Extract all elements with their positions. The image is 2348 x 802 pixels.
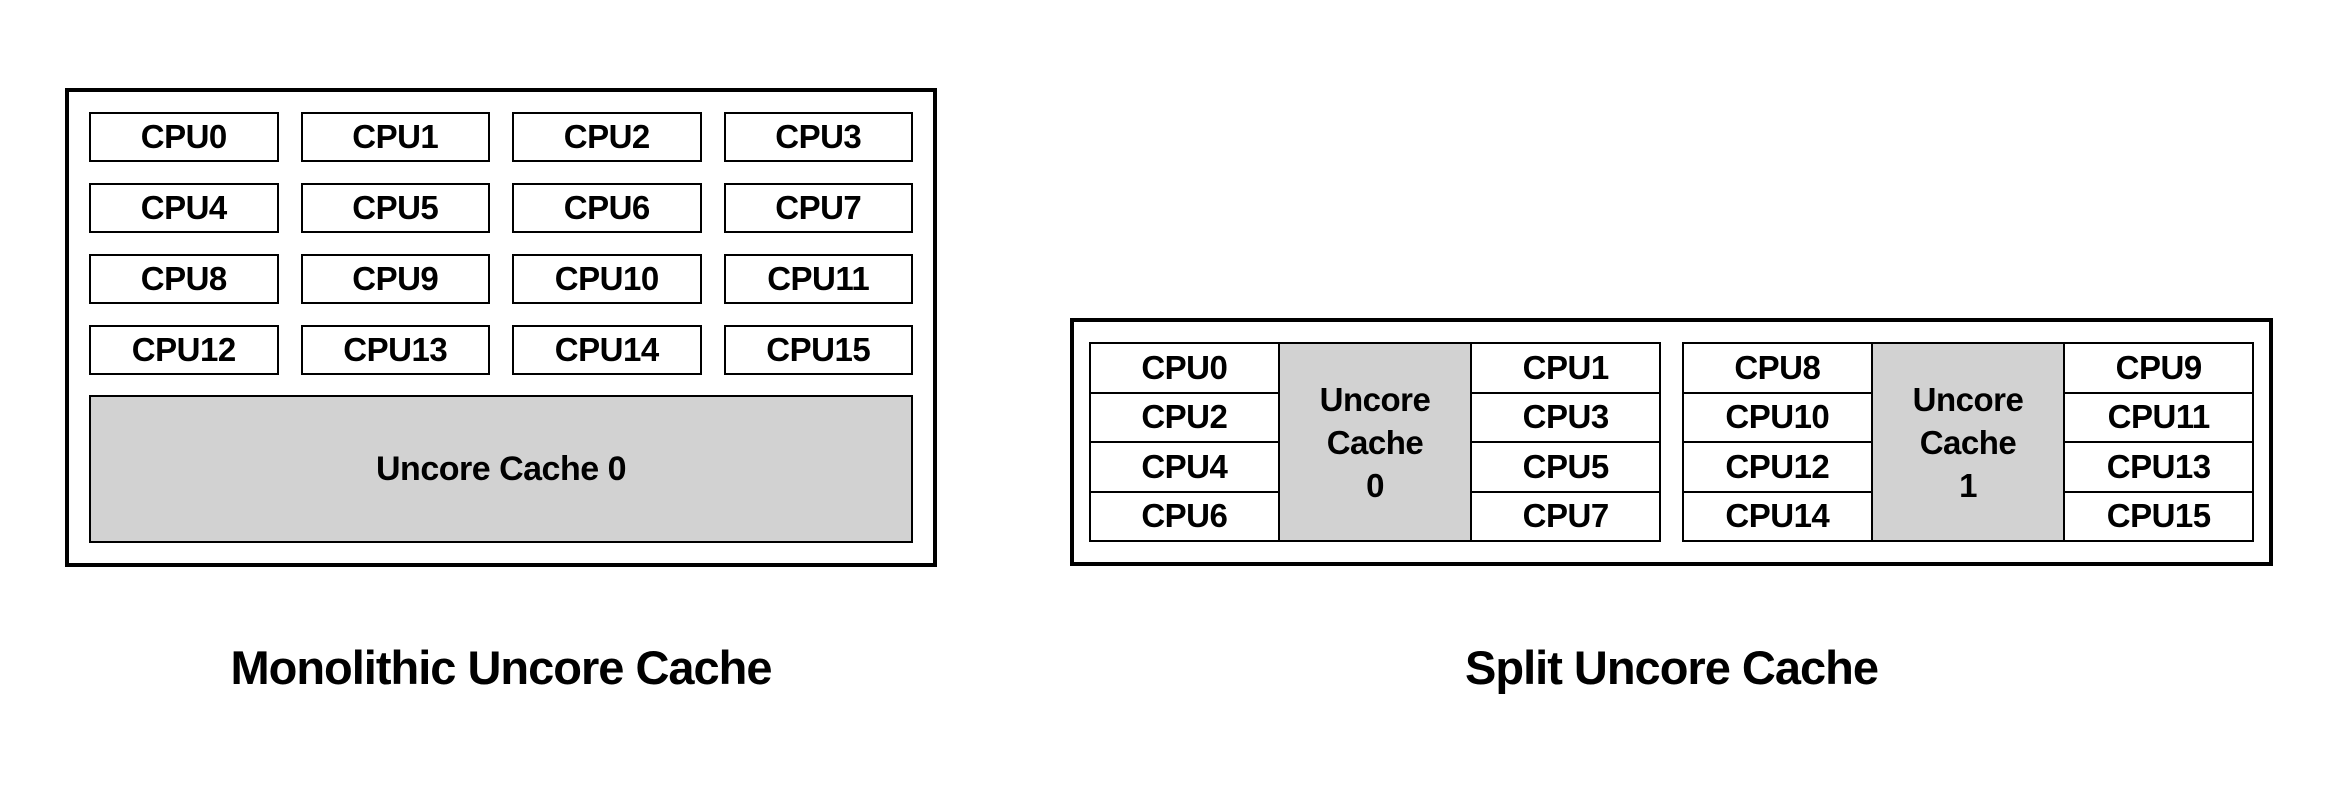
cpu-cell: CPU10 — [1682, 393, 1873, 443]
cpu-box: CPU10 — [512, 254, 702, 304]
cpu-cell: CPU5 — [1470, 443, 1662, 493]
cpu-cell: CPU8 — [1682, 342, 1873, 394]
cpu-cell: CPU14 — [1682, 492, 1873, 542]
cpu-cell: CPU1 — [1470, 342, 1662, 394]
cpu-box: CPU13 — [300, 325, 490, 375]
cpu-box: CPU6 — [512, 183, 702, 233]
uncore-cache-label-line: Cache — [1326, 423, 1424, 461]
cpu-cell: CPU11 — [2063, 393, 2255, 443]
uncore-cache-label-line: Cache — [1919, 423, 2017, 461]
monolithic-caption: Monolithic Uncore Cache — [230, 641, 772, 694]
cpu-box: CPU7 — [723, 183, 913, 233]
cpu-box: CPU15 — [723, 325, 913, 375]
cpu-box: CPU8 — [89, 254, 279, 304]
cpu-cell: CPU12 — [1682, 443, 1873, 493]
cpu-cell: CPU0 — [1089, 342, 1280, 394]
cpu-cell: CPU13 — [2063, 443, 2255, 493]
cpu-cell: CPU7 — [1470, 492, 1662, 542]
cpu-cell: CPU4 — [1089, 443, 1280, 493]
cpu-cell: CPU9 — [2063, 342, 2255, 394]
uncore-cache-label-line: 1 — [1959, 466, 1977, 504]
cpu-box: CPU11 — [723, 254, 913, 304]
cpu-cell: CPU15 — [2063, 492, 2255, 542]
cpu-box: CPU1 — [300, 112, 490, 162]
cpu-box: CPU5 — [300, 183, 490, 233]
cpu-box: CPU2 — [512, 112, 702, 162]
uncore-cache-label-line: Uncore — [1319, 380, 1431, 418]
cpu-box: CPU9 — [300, 254, 490, 304]
uncore-cache-label-line: 0 — [1366, 466, 1384, 504]
cpu-box: CPU4 — [89, 183, 279, 233]
uncore-cache-label-line: Uncore — [1912, 380, 2024, 418]
cpu-box: CPU3 — [723, 112, 913, 162]
cpu-box: CPU14 — [512, 325, 702, 375]
split-caption: Split Uncore Cache — [1465, 641, 1879, 694]
cpu-cell: CPU6 — [1089, 492, 1280, 542]
cpu-cell: CPU2 — [1089, 393, 1280, 443]
uncore-cache-0-box: Uncore Cache 0 — [89, 395, 913, 543]
cpu-box: CPU12 — [89, 325, 279, 375]
cpu-box: CPU0 — [89, 112, 279, 162]
cpu-cell: CPU3 — [1470, 393, 1662, 443]
